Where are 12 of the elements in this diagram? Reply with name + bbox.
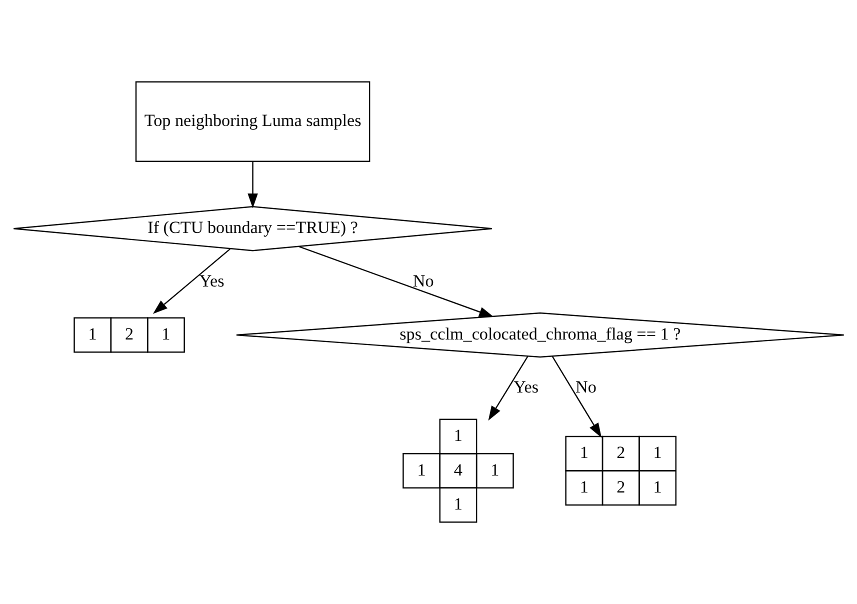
arrow (298, 246, 494, 318)
arrow (152, 248, 231, 314)
edge-label: No (412, 271, 434, 290)
node-diamond: sps_cclm_colocated_chroma_flag == 1 ? (236, 312, 844, 358)
arrow (248, 162, 258, 208)
edge-label: Yes (199, 271, 224, 290)
arrow (488, 356, 528, 421)
edge-label: Yes (514, 378, 539, 397)
node-diamond: If (CTU boundary ==TRUE) ? (13, 206, 493, 252)
node-box: Top neighboring Luma samples (135, 81, 370, 162)
edge-label: No (576, 378, 596, 397)
arrow (552, 356, 602, 438)
